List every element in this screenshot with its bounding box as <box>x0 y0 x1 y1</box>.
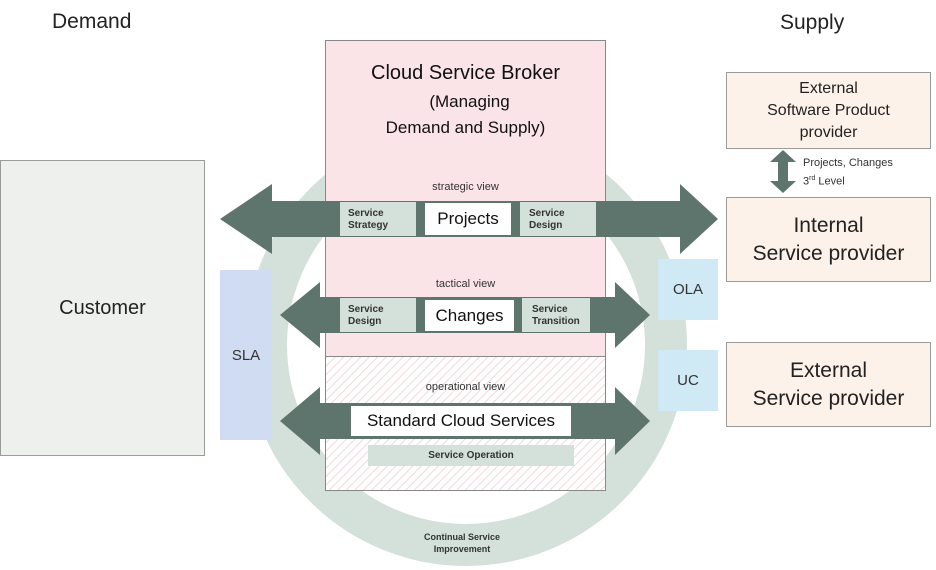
projects-box: Projects <box>424 202 512 236</box>
link-label-sup: rd <box>809 175 816 182</box>
customer-box: Customer <box>0 160 205 456</box>
service-strategy-line1: Service <box>348 208 384 219</box>
tactical-service-design-line1: Service <box>348 304 384 315</box>
tactical-service-design-line2: Design <box>348 316 382 327</box>
csi-label-line2: Improvement <box>433 544 491 554</box>
external-line2: Service provider <box>752 386 905 410</box>
link-label-number: 3 <box>803 175 810 188</box>
service-transition-line1: Service <box>532 304 568 315</box>
strategic-left-band: Service Strategy <box>340 202 416 236</box>
customer-label: Customer <box>59 296 146 319</box>
ola-label: OLA <box>672 281 703 298</box>
internal-service-provider-box: Internal Service provider <box>726 197 931 282</box>
link-label-rest: Level <box>815 175 845 188</box>
link-label-line2: 3rd Level <box>803 171 893 190</box>
supply-heading: Supply <box>780 11 845 34</box>
changes-label: Changes <box>435 305 504 325</box>
service-transition-line2: Transition <box>532 316 580 327</box>
ola-box: OLA <box>658 259 718 320</box>
tactical-left-band: Service Design <box>340 298 416 332</box>
strategic-right-band: Service Design <box>520 202 596 236</box>
service-strategy-line2: Strategy <box>348 220 389 231</box>
broker-subtitle-2: Demand and Supply) <box>385 118 546 137</box>
csi-label: Continual Service Improvement <box>400 531 524 555</box>
uc-label: UC <box>677 372 699 389</box>
service-design-line1: Service <box>529 208 565 219</box>
link-label: Projects, Changes 3rd Level <box>803 156 893 190</box>
projects-label: Projects <box>437 209 499 228</box>
internal-line1: Internal <box>793 213 864 237</box>
changes-box: Changes <box>424 299 515 332</box>
demand-heading: Demand <box>52 10 132 33</box>
sla-box: SLA <box>220 270 272 440</box>
operational-view-label: operational view <box>425 381 506 393</box>
service-design-line2: Design <box>529 220 563 231</box>
external-software-provider-box: External Software Product provider <box>726 72 931 149</box>
supply-link-arrow <box>770 150 796 193</box>
service-operation-band: Service Operation <box>368 445 574 466</box>
standard-cloud-services-label: Standard Cloud Services <box>366 411 556 430</box>
broker-title: Cloud Service Broker <box>371 62 560 84</box>
link-label-line1: Projects, Changes <box>803 157 893 169</box>
ext-software-line1: External <box>799 79 858 97</box>
standard-cloud-services-box: Standard Cloud Services <box>350 405 572 437</box>
external-service-provider-box: External Service provider <box>726 342 931 427</box>
internal-line2: Service provider <box>752 241 905 265</box>
tactical-right-band: Service Transition <box>522 298 590 332</box>
csi-label-line1: Continual Service <box>423 532 501 542</box>
ext-software-line2: Software Product <box>767 101 890 119</box>
sla-label: SLA <box>231 346 261 364</box>
uc-box: UC <box>658 350 718 411</box>
broker-subtitle-1: (Managing <box>429 92 510 111</box>
service-operation-label: Service Operation <box>428 450 514 461</box>
strategic-view-label: strategic view <box>432 181 499 193</box>
ext-software-line3: provider <box>799 123 858 141</box>
tactical-view-label: tactical view <box>435 278 496 290</box>
external-line1: External <box>789 358 868 382</box>
